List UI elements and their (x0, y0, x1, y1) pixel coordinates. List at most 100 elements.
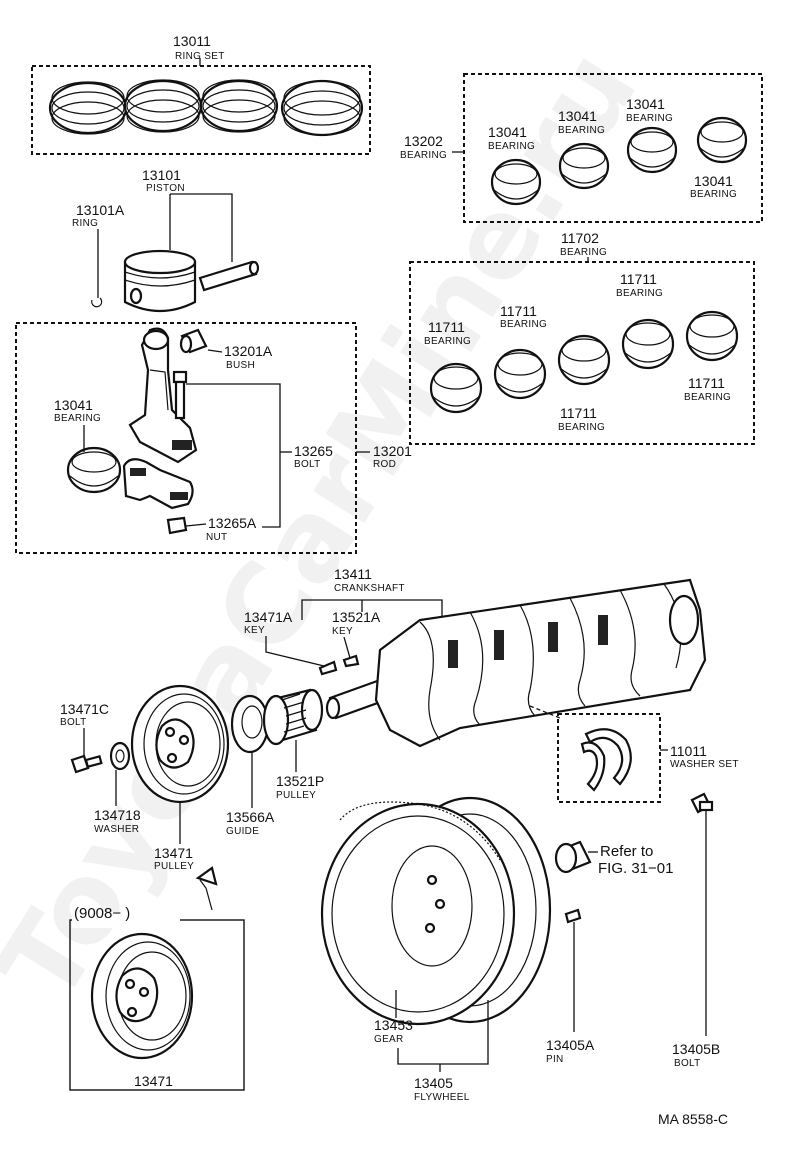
bearing-11711-a-number: 11711 (428, 319, 465, 335)
pulley-washer (109, 741, 131, 771)
main-bearing-shell-5 (685, 310, 739, 362)
bearing-set-13202-group: 13202 BEARING 13041 BEARING 13041 BEARIN… (400, 73, 763, 223)
bearing-11711-d-label: BEARING (616, 288, 663, 299)
crank-pulley (130, 684, 230, 804)
bearing-shell-13041-b (558, 142, 610, 190)
piston-group: 13101 PISTON 13101A RING (72, 167, 260, 312)
rod-bearing-number: 13041 (54, 397, 93, 413)
washer-set-box (557, 713, 661, 803)
inset-pulley (90, 932, 194, 1060)
bush-number: 13201A (224, 343, 273, 359)
main-bearing-shell-1 (429, 362, 483, 414)
guide-number: 13566A (226, 809, 275, 825)
rod-group: 13201A BUSH 13041 BEARING 13265 BOLT 132… (15, 322, 412, 554)
bearing-set-11702-group: 11702 BEARING 11711 BEARING 11711 BEARIN… (409, 230, 755, 445)
timing-pulley-label: PULLEY (276, 790, 316, 801)
rod-nut-label: NUT (206, 532, 227, 543)
inset-pulley-number: 13471 (134, 1073, 173, 1089)
bearing-11711-b-number: 11711 (500, 303, 537, 319)
bearing-shell-13041-c (626, 126, 678, 174)
flywheel-bolt-number: 13405B (672, 1041, 720, 1057)
ring-set-label: RING SET (175, 51, 225, 62)
piston (123, 249, 197, 312)
crank-pulley-label: PULLEY (154, 861, 194, 872)
rod-bearing-shell (66, 446, 122, 494)
piston-ring-1 (48, 81, 128, 135)
washer-set-number: 11011 (670, 743, 707, 759)
refer-line-1: Refer to (600, 843, 653, 860)
bearing-13041-a-label: BEARING (488, 141, 535, 152)
rod-nut-number: 13265A (208, 515, 257, 531)
bearing-set-13202-label: BEARING (400, 150, 447, 161)
piston-pin (198, 260, 260, 292)
crankshaft-group: 13411 CRANKSHAFT 13471A KEY 13521A KEY (244, 566, 707, 748)
pulley-bolt (70, 754, 103, 774)
rod-nut (166, 516, 188, 535)
crankshaft-number: 13411 (334, 566, 372, 582)
pilot-bearing-group: Refer to FIG. 31−01 (554, 840, 673, 877)
ring-number: 13101A (76, 202, 125, 218)
pulley-bolt-label: BOLT (60, 717, 87, 728)
rod-bush (179, 328, 208, 354)
ring-set-group: 13011 RING SET (31, 33, 371, 155)
bearing-11711-a-label: BEARING (424, 336, 471, 347)
main-bearing-shell-4 (621, 318, 675, 370)
refer-line-2: FIG. 31−01 (598, 860, 673, 877)
washer-set-label: WASHER SET (670, 759, 739, 770)
inset-date: (9008− ) (74, 905, 130, 922)
key-b-number: 13521A (332, 609, 381, 625)
flywheel-bolt-group: 13405B BOLT (672, 792, 720, 1069)
flywheel-bolt-label: BOLT (674, 1058, 701, 1069)
bearing-11711-c-number: 11711 (560, 405, 597, 421)
rod-label: ROD (373, 459, 396, 470)
ring-set-number: 13011 (173, 33, 211, 49)
crankshaft (325, 578, 707, 748)
flywheel-pin-group: 13405A PIN (546, 908, 595, 1065)
bearing-shell-13041-a (490, 158, 542, 206)
timing-pulley (262, 688, 324, 746)
bearing-set-13202-box (463, 73, 763, 223)
key-b-label: KEY (332, 626, 353, 637)
bearing-11711-b-label: BEARING (500, 319, 547, 330)
snap-ring (91, 297, 103, 308)
bearing-13041-d-label: BEARING (690, 189, 737, 200)
thrust-washer (580, 728, 632, 792)
key-a-label: KEY (244, 625, 265, 636)
pin-label: PIN (546, 1054, 564, 1065)
ring-gear-number: 13453 (374, 1017, 413, 1033)
crankshaft-label: CRANKSHAFT (334, 583, 405, 594)
main-bearing-shell-3 (557, 334, 611, 386)
piston-label: PISTON (146, 183, 185, 194)
pin-number: 13405A (546, 1037, 595, 1053)
crank-key-b (342, 654, 360, 668)
timing-pulley-number: 13521P (276, 773, 324, 789)
washer-label: WASHER (94, 824, 139, 835)
ring-gear-label: GEAR (374, 1034, 404, 1045)
crank-pulley-number: 13471 (154, 845, 193, 861)
bearing-13041-c-label: BEARING (626, 113, 673, 124)
inset-group: (9008− ) 13471 (69, 866, 245, 1091)
flywheel (320, 796, 552, 1026)
bearing-set-11702-label: BEARING (560, 247, 607, 258)
rod-bolt-number: 13265 (294, 443, 333, 459)
guide-label: GUIDE (226, 826, 259, 837)
arrow-head-icon (195, 866, 218, 886)
flywheel-pin (564, 908, 582, 924)
flywheel-number: 13405 (414, 1075, 453, 1091)
bearing-13041-a-number: 13041 (488, 124, 527, 140)
bearing-13041-b-label: BEARING (558, 125, 605, 136)
rod-number: 13201 (373, 443, 412, 459)
rod-bolt-label: BOLT (294, 459, 321, 470)
piston-ring-4 (280, 79, 364, 137)
pulley-bolt-number: 13471C (60, 701, 109, 717)
bearing-set-11702-number: 11702 (561, 230, 599, 246)
bush-label: BUSH (226, 360, 255, 371)
bearing-13041-d-number: 13041 (694, 173, 733, 189)
connecting-rod (128, 327, 198, 464)
piston-number: 13101 (142, 167, 181, 183)
bearing-13041-b-number: 13041 (558, 108, 597, 124)
flywheel-group: 13453 GEAR 13405 FLYWHEEL (320, 796, 552, 1103)
washer-set-group: 11011 WASHER SET (557, 713, 739, 803)
flywheel-label: FLYWHEEL (414, 1092, 470, 1103)
rod-bearing-label: BEARING (54, 413, 101, 424)
